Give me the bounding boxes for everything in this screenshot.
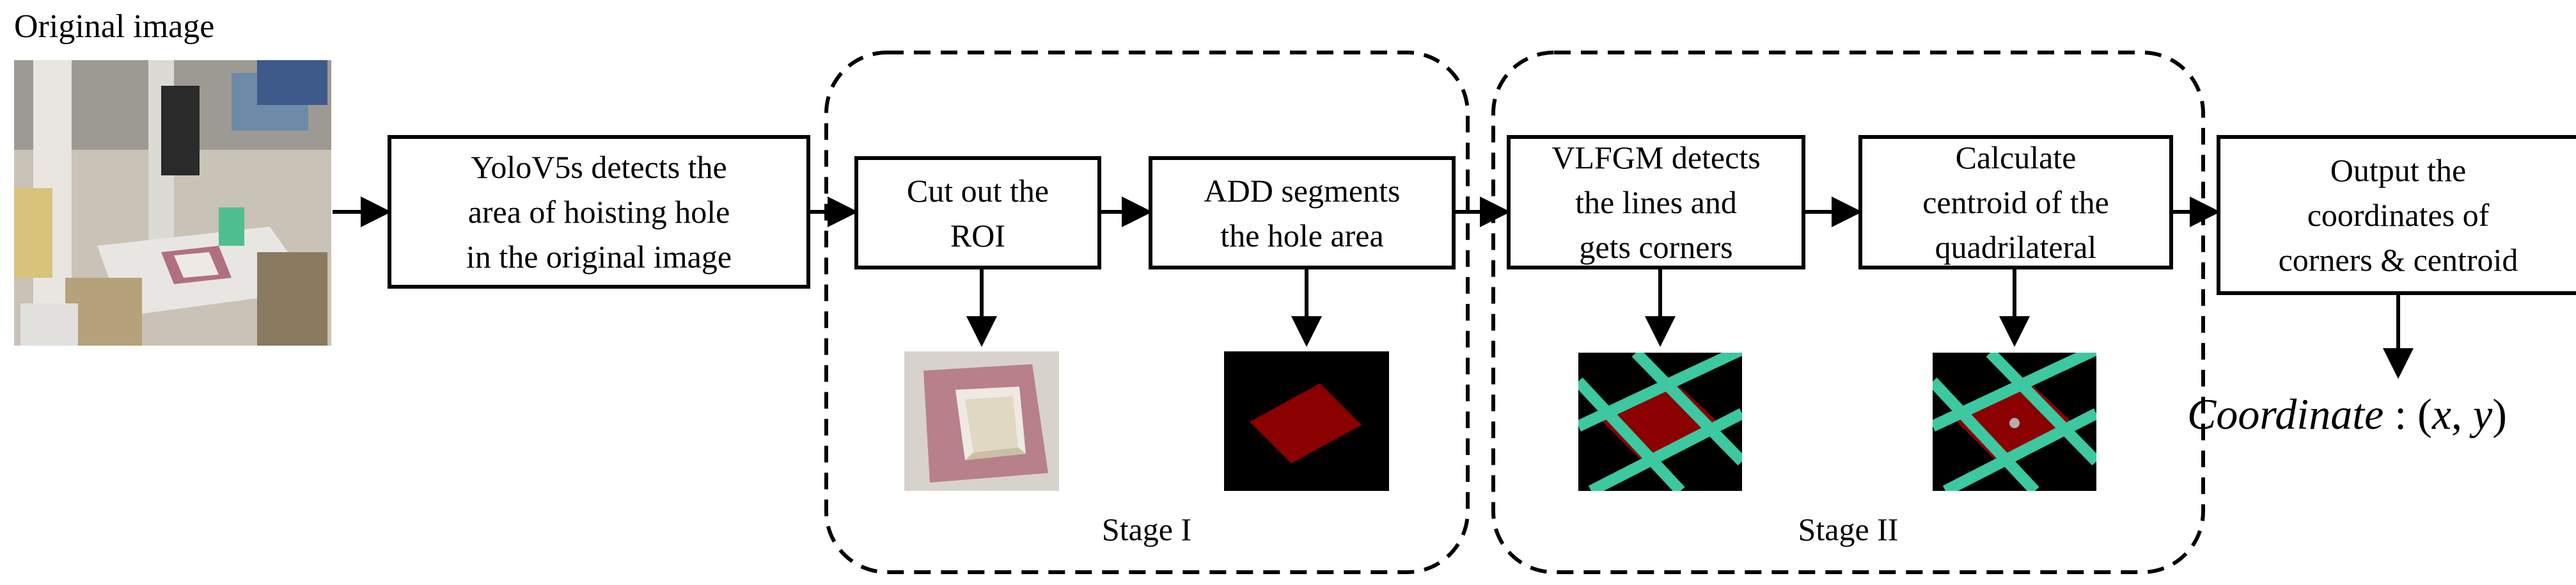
original-image-label: Original image — [14, 8, 215, 45]
original-image-photo — [14, 60, 331, 346]
cut-roi-line-1: Cut out the — [906, 172, 1049, 209]
add-segments-step: ADD segments the hole area — [1149, 156, 1456, 269]
centroid-line-2: centroid of the — [1922, 184, 2109, 220]
output-line-2: coordinates of — [2307, 197, 2490, 233]
centroid-step: Calculate centroid of the quadrilateral — [1858, 135, 2173, 269]
coordinate-colon: : — [2384, 390, 2418, 438]
vlfgm-step: VLFGM detects the lines and gets corners — [1507, 135, 1805, 269]
centroid-result-image — [1933, 353, 2096, 491]
coordinate-open-paren: ( — [2417, 390, 2432, 438]
vlfgm-line-3: gets corners — [1579, 229, 1733, 265]
yolo-detect-step: YoloV5s detects the area of hoisting hol… — [388, 135, 810, 289]
output-line-3: corners & centroid — [2278, 242, 2518, 278]
coordinate-comma: , — [2451, 390, 2474, 438]
yolo-line-2: area of hoisting hole — [467, 194, 730, 230]
cut-roi-line-2: ROI — [950, 217, 1006, 253]
stage-2-label: Stage II — [1798, 511, 1899, 547]
coordinate-close-paren: ) — [2492, 390, 2507, 438]
output-line-1: Output the — [2330, 152, 2467, 188]
add-line-2: the hole area — [1220, 217, 1384, 253]
cut-roi-step: Cut out the ROI — [854, 156, 1101, 269]
stage-2-frame — [1491, 51, 2205, 574]
output-step: Output the coordinates of corners & cent… — [2217, 135, 2576, 295]
coordinate-x: x — [2431, 390, 2452, 438]
yolo-line-3: in the original image — [466, 239, 732, 275]
vlfgm-line-2: the lines and — [1575, 184, 1737, 220]
vlfgm-line-1: VLFGM detects — [1551, 140, 1761, 175]
coordinate-word: Coordinate — [2187, 390, 2384, 438]
stage-1-frame — [824, 51, 1470, 574]
add-line-1: ADD segments — [1204, 172, 1401, 209]
segmentation-mask-image — [1224, 351, 1389, 491]
coordinate-output: Coordinate : (x, y) — [2187, 389, 2507, 440]
stage-1-label: Stage I — [1101, 511, 1192, 547]
centroid-dot — [2009, 418, 2020, 428]
coordinate-y: y — [2473, 390, 2493, 438]
yolo-line-1: YoloV5s detects the — [471, 149, 727, 185]
roi-crop-image — [904, 351, 1059, 491]
centroid-line-1: Calculate — [1955, 140, 2077, 175]
line-detection-image — [1578, 353, 1742, 491]
centroid-line-3: quadrilateral — [1935, 229, 2097, 265]
